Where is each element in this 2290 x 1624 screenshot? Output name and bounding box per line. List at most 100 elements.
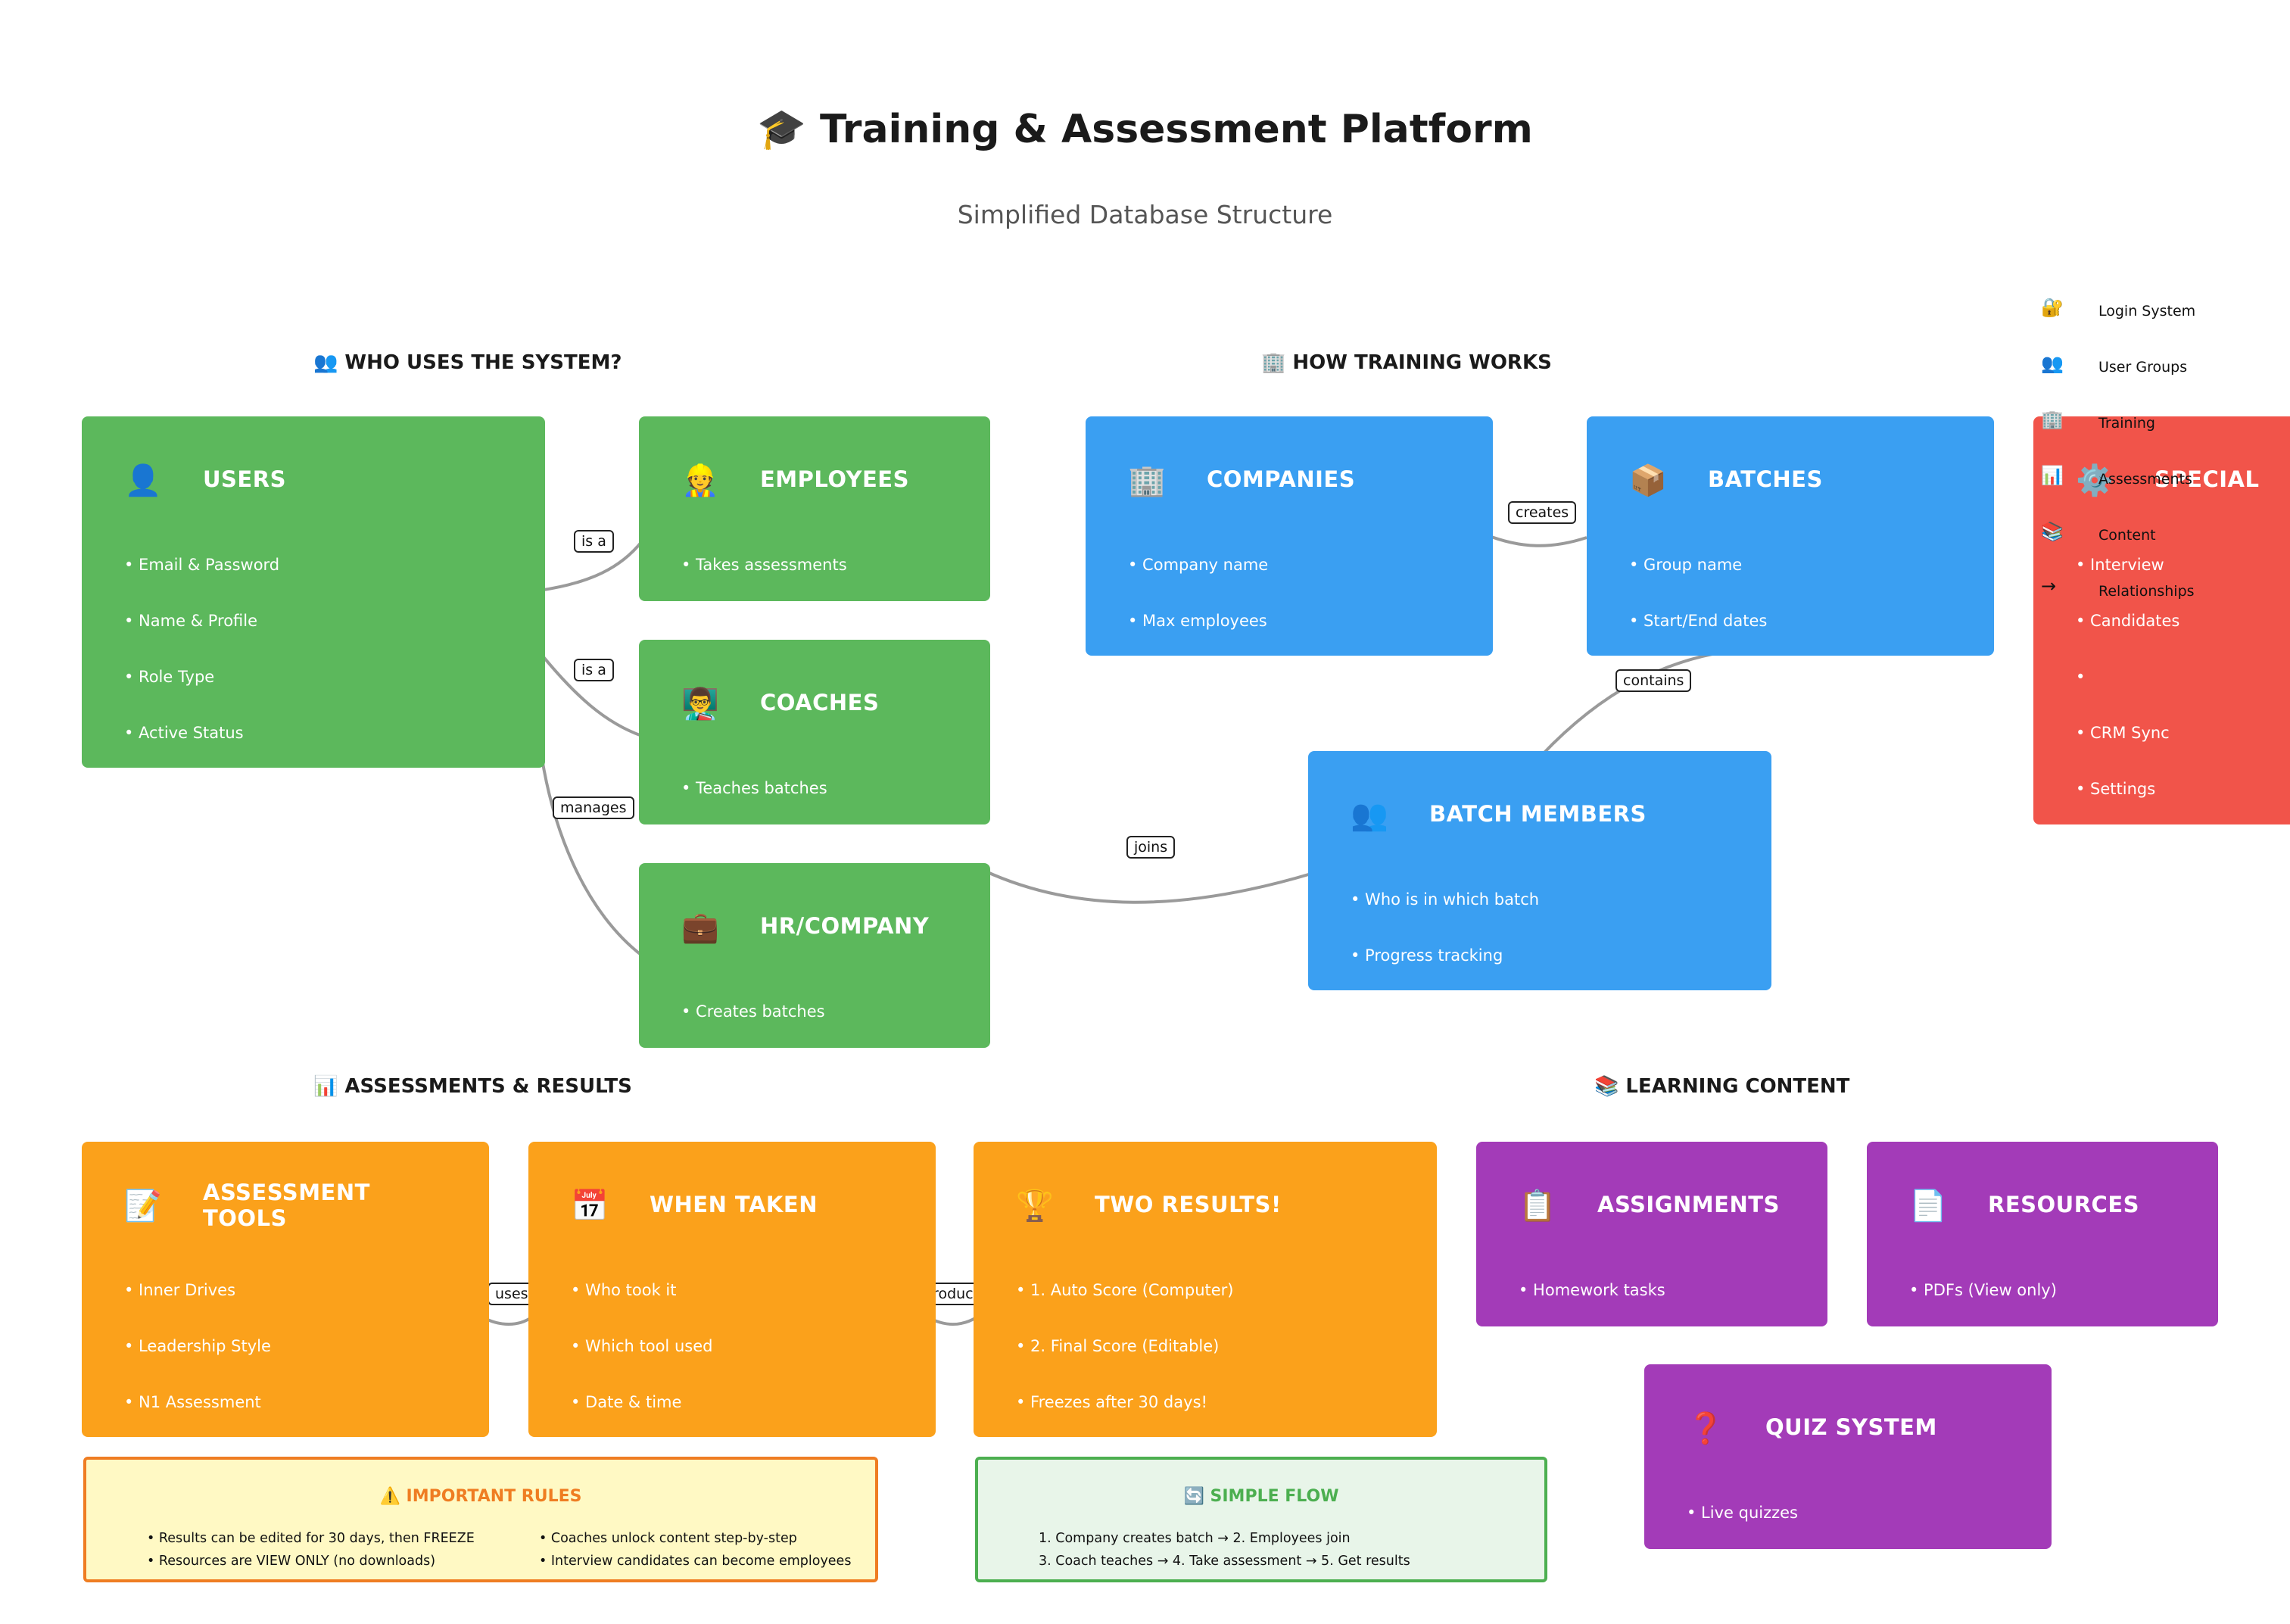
resources-title: RESOURCES: [1988, 1192, 2140, 1217]
users-field: • Active Status: [124, 724, 244, 742]
when-taken-entity-box[interactable]: 📅 WHEN TAKEN • Who took it • Which tool …: [528, 1142, 936, 1437]
document-icon: 📄: [1909, 1189, 1947, 1223]
two-results-field: • 1. Auto Score (Computer): [1016, 1281, 1234, 1299]
flow-line: 1. Company creates batch → 2. Employees …: [1039, 1531, 1351, 1546]
edge-label-is-a-employees: is a: [574, 530, 614, 553]
when-taken-field: • Which tool used: [571, 1337, 713, 1355]
simple-flow-title: 🔄 SIMPLE FLOW: [1183, 1487, 1339, 1506]
companies-entity-box[interactable]: 🏢 COMPANIES • Company name • Max employe…: [1086, 416, 1493, 656]
edge-batches-batchmembers: [1540, 647, 1762, 757]
page-subtitle: Simplified Database Structure: [957, 200, 1333, 229]
assignments-title: ASSIGNMENTS: [1597, 1192, 1780, 1217]
companies-field: • Company name: [1128, 556, 1269, 574]
package-icon: 📦: [1629, 463, 1667, 498]
assignments-field: • Homework tasks: [1519, 1281, 1665, 1299]
when-taken-field: • Date & time: [571, 1393, 682, 1411]
hr-company-title: HR/COMPANY: [760, 913, 930, 939]
quiz-system-entity-box[interactable]: ❓ QUIZ SYSTEM • Live quizzes: [1644, 1364, 2052, 1549]
employees-title: EMPLOYEES: [760, 466, 909, 492]
memo-icon: 📝: [124, 1189, 162, 1223]
rule-line: • Resources are VIEW ONLY (no downloads): [147, 1554, 436, 1569]
briefcase-icon: 💼: [681, 910, 719, 945]
users-title: USERS: [203, 466, 286, 492]
two-results-title: TWO RESULTS!: [1095, 1192, 1282, 1217]
two-results-entity-box[interactable]: 🏆 TWO RESULTS! • 1. Auto Score (Computer…: [974, 1142, 1437, 1437]
edge-tools-when: [482, 1316, 533, 1326]
rule-line: • Coaches unlock content step-by-step: [539, 1531, 797, 1546]
batch-members-field: • Progress tracking: [1351, 946, 1503, 965]
building-icon: 🏢: [1128, 463, 1166, 498]
important-rules-note: ⚠️ IMPORTANT RULES • Results can be edit…: [83, 1457, 878, 1582]
employees-field: • Takes assessments: [681, 556, 847, 574]
special-field: • Candidates: [2076, 612, 2180, 630]
resources-field: • PDFs (View only): [1909, 1281, 2057, 1299]
special-title: SPECIAL: [2154, 466, 2260, 492]
coaches-field: • Teaches batches: [681, 779, 827, 797]
employees-entity-box[interactable]: 👷 EMPLOYEES • Takes assessments: [639, 416, 990, 601]
lock-icon: 🔐: [2041, 297, 2064, 318]
users-field: • Email & Password: [124, 556, 280, 574]
batches-entity-box[interactable]: 📦 BATCHES • Group name • Start/End dates: [1587, 416, 1994, 656]
user-icon: 👤: [124, 463, 162, 498]
edge-label-uses: uses: [488, 1283, 536, 1305]
two-results-field: • 2. Final Score (Editable): [1016, 1337, 1220, 1355]
batch-members-field: • Who is in which batch: [1351, 890, 1540, 909]
section-title-who: 👥 WHO USES THE SYSTEM?: [313, 351, 622, 374]
batches-field: • Group name: [1629, 556, 1743, 574]
batches-title: BATCHES: [1708, 466, 1823, 492]
edge-label-is-a-coaches: is a: [574, 659, 614, 681]
hr-company-field: • Creates batches: [681, 1002, 825, 1021]
arrow-right-icon: →: [2041, 575, 2057, 597]
special-field: • Interview: [2076, 556, 2164, 574]
section-title-assessments: 📊 ASSESSMENTS & RESULTS: [313, 1075, 632, 1098]
edge-label-contains: contains: [1615, 669, 1692, 692]
group-icon: 👥: [1351, 798, 1388, 833]
important-rules-title: ⚠️ IMPORTANT RULES: [379, 1487, 582, 1506]
resources-entity-box[interactable]: 📄 RESOURCES • PDFs (View only): [1867, 1142, 2218, 1326]
quiz-system-title: QUIZ SYSTEM: [1765, 1414, 1937, 1440]
rule-line: • Interview candidates can become employ…: [539, 1554, 852, 1569]
legend-label: Assessments: [2098, 471, 2192, 488]
teacher-icon: 👨‍🏫: [681, 687, 719, 722]
gear-icon: ⚙️: [2076, 463, 2114, 498]
assignments-entity-box[interactable]: 📋 ASSIGNMENTS • Homework tasks: [1476, 1142, 1827, 1326]
trophy-icon: 🏆: [1016, 1189, 1054, 1223]
building-icon: 🏢: [2041, 409, 2064, 430]
special-field: • CRM Sync: [2076, 724, 2170, 742]
edge-hr-batchmembers: [983, 869, 1312, 904]
clipboard-icon: 📋: [1519, 1189, 1556, 1223]
batch-members-title: BATCH MEMBERS: [1429, 801, 1647, 827]
legend-label: Login System: [2098, 303, 2196, 320]
assessment-tools-field: • N1 Assessment: [124, 1393, 261, 1411]
edge-label-joins: joins: [1126, 836, 1176, 859]
companies-field: • Max employees: [1128, 612, 1267, 630]
simple-flow-note: 🔄 SIMPLE FLOW 1. Company creates batch →…: [975, 1457, 1547, 1582]
section-title-learning: 📚 LEARNING CONTENT: [1594, 1075, 1850, 1098]
flow-line: 3. Coach teaches → 4. Take assessment → …: [1039, 1554, 1410, 1569]
quiz-system-field: • Live quizzes: [1687, 1504, 1798, 1522]
coaches-entity-box[interactable]: 👨‍🏫 COACHES • Teaches batches: [639, 640, 990, 824]
when-taken-field: • Who took it: [571, 1281, 677, 1299]
calendar-icon: 📅: [571, 1189, 609, 1223]
group-icon: 👥: [2041, 353, 2064, 374]
companies-title: COMPANIES: [1207, 466, 1356, 492]
users-entity-box[interactable]: 👤 USERS • Email & Password • Name & Prof…: [82, 416, 545, 768]
edge-companies-batches: [1485, 533, 1587, 547]
edge-label-manages: manages: [553, 796, 634, 819]
legend-label: Content: [2098, 527, 2156, 544]
users-field: • Role Type: [124, 668, 215, 686]
legend-label: User Groups: [2098, 359, 2188, 376]
assessment-tools-field: • Leadership Style: [124, 1337, 271, 1355]
users-field: • Name & Profile: [124, 612, 258, 630]
special-entity-box[interactable]: ⚙️ SPECIAL • Interview • Candidates • • …: [2033, 416, 2290, 824]
hr-company-entity-box[interactable]: 💼 HR/COMPANY • Creates batches: [639, 863, 990, 1048]
assessment-tools-entity-box[interactable]: 📝 ASSESSMENT TOOLS • Inner Drives • Lead…: [82, 1142, 489, 1437]
special-field: • Settings: [2076, 780, 2156, 798]
coaches-title: COACHES: [760, 690, 880, 715]
section-title-how: 🏢 HOW TRAINING WORKS: [1261, 351, 1552, 374]
batches-field: • Start/End dates: [1629, 612, 1768, 630]
assessment-tools-field: • Inner Drives: [124, 1281, 236, 1299]
edge-label-creates: creates: [1508, 501, 1577, 524]
batch-members-entity-box[interactable]: 👥 BATCH MEMBERS • Who is in which batch …: [1308, 751, 1771, 990]
two-results-field: • Freezes after 30 days!: [1016, 1393, 1207, 1411]
